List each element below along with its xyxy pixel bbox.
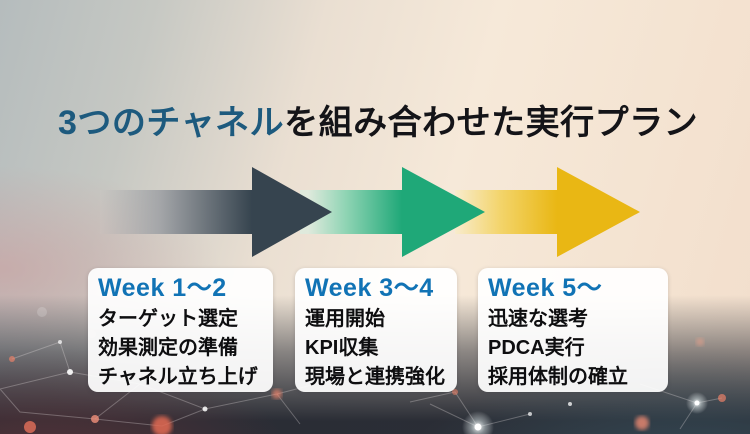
list-item: 運用開始	[305, 308, 385, 330]
phase-3-arrow-head	[557, 167, 640, 257]
phase-1-arrow-head	[252, 167, 332, 257]
title-rest: を組み合わせた実行プラン	[284, 103, 699, 142]
list-item: KPI収集	[305, 337, 379, 359]
week-label: Week 1〜2	[98, 274, 227, 302]
list-item: 現場と連携強化	[305, 366, 445, 388]
week-1-2-card: Week 1〜2 ターゲット選定 効果測定の準備 チャネル立ち上げ	[88, 268, 273, 392]
page-title: 3つのチャネルを組み合わせた実行プラン	[58, 103, 698, 143]
week-3-4-card: Week 3〜4 運用開始 KPI収集 現場と連携強化	[295, 268, 457, 392]
title-highlight: 3つのチャネル	[58, 103, 285, 142]
list-item: ターゲット選定	[98, 308, 238, 330]
week-label: Week 5〜	[488, 274, 603, 302]
week-label: Week 3〜4	[305, 274, 434, 302]
list-item: 採用体制の確立	[488, 366, 628, 388]
phase-2-arrow-head	[402, 167, 485, 257]
list-item: チャネル立ち上げ	[98, 366, 258, 388]
week-5-card: Week 5〜 迅速な選考 PDCA実行 採用体制の確立	[478, 268, 668, 392]
list-item: 迅速な選考	[488, 308, 588, 330]
list-item: 効果測定の準備	[98, 337, 238, 359]
phase-1-arrow-tail	[100, 190, 252, 234]
list-item: PDCA実行	[488, 337, 585, 359]
